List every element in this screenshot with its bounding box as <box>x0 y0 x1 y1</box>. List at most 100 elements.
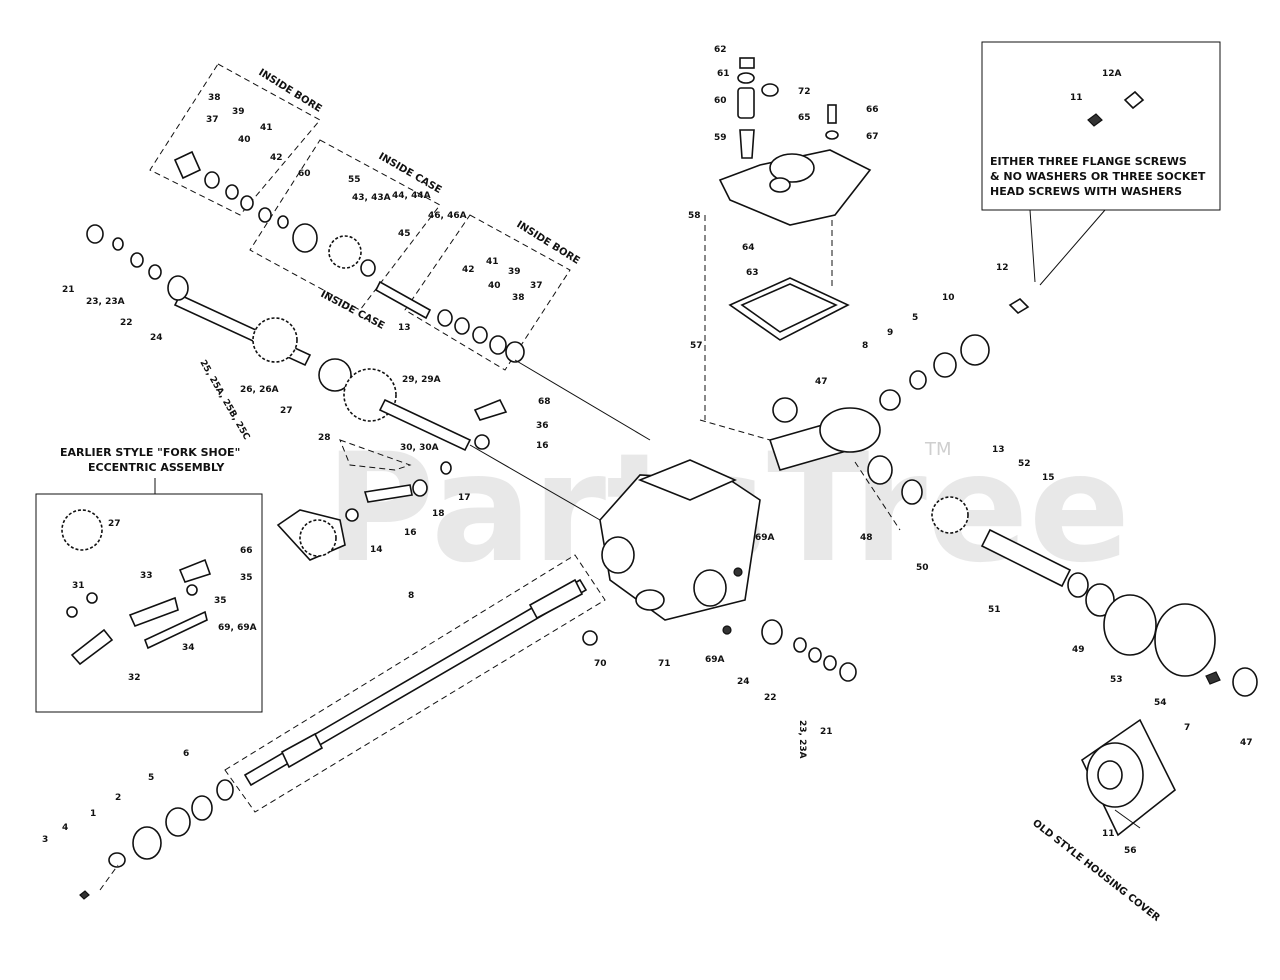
label-66-inset: 66 <box>240 546 253 556</box>
label-26: 26, 26A <box>240 385 279 395</box>
upper-gear-train <box>86 63 651 521</box>
label-18: 18 <box>432 509 445 519</box>
label-66: 66 <box>866 105 879 115</box>
label-40-bore: 40 <box>238 135 251 145</box>
label-24-right: 24 <box>737 677 750 687</box>
label-67: 67 <box>866 132 879 142</box>
label-10: 10 <box>942 293 955 303</box>
label-38-case: 38 <box>512 293 525 303</box>
label-72: 72 <box>798 87 811 97</box>
inside-bore-caption-right: INSIDE BORE <box>514 219 581 267</box>
label-60-bore: 60 <box>298 169 311 179</box>
label-47-top: 47 <box>815 377 828 387</box>
label-63: 63 <box>746 268 759 278</box>
label-71: 71 <box>658 659 671 669</box>
label-28: 28 <box>318 433 331 443</box>
label-13-right: 13 <box>992 445 1005 455</box>
label-38-bore: 38 <box>208 93 221 103</box>
label-13-left: 13 <box>398 323 411 333</box>
label-57: 57 <box>690 341 703 351</box>
label-34: 34 <box>182 643 195 653</box>
label-36: 36 <box>536 421 549 431</box>
label-42-case: 42 <box>462 265 475 275</box>
label-17: 17 <box>458 493 471 503</box>
label-14: 14 <box>370 545 383 555</box>
socket-screw-part <box>1123 90 1145 110</box>
label-22-left: 22 <box>120 318 133 328</box>
label-3: 3 <box>42 835 48 845</box>
label-35-bottom: 35 <box>214 596 227 606</box>
label-37-case: 37 <box>530 281 543 291</box>
label-47-bottom: 47 <box>1240 738 1253 748</box>
label-40-case: 40 <box>488 281 501 291</box>
label-30: 30, 30A <box>400 443 439 453</box>
label-41-bore: 41 <box>260 123 273 133</box>
label-50: 50 <box>916 563 929 573</box>
screws-note-line2: & NO WASHERS OR THREE SOCKET <box>990 170 1206 183</box>
fork-shoe-title-line2: ECCENTRIC ASSEMBLY <box>88 461 225 474</box>
label-1: 1 <box>90 809 96 819</box>
label-27-inset: 27 <box>108 519 121 529</box>
old-style-housing-cover: OLD STYLE HOUSING COVER <box>1030 718 1177 924</box>
label-41-case: 41 <box>486 257 499 267</box>
label-12a: 12A <box>1102 69 1122 79</box>
label-8-right: 8 <box>862 341 868 351</box>
label-42-bore: 42 <box>270 153 283 163</box>
label-24-left: 24 <box>150 333 163 343</box>
label-22-right: 22 <box>764 693 777 703</box>
flange-screw-part <box>1087 113 1103 127</box>
label-23-right: 23, 23A <box>797 720 807 759</box>
label-44: 44, 44A <box>392 191 431 201</box>
label-43: 43, 43A <box>352 193 391 203</box>
screws-note-line3: HEAD SCREWS WITH WASHERS <box>990 185 1182 198</box>
label-32: 32 <box>128 673 141 683</box>
screws-note-line1: EITHER THREE FLANGE SCREWS <box>990 155 1187 168</box>
old-cover-caption: OLD STYLE HOUSING COVER <box>1030 818 1162 924</box>
fork-shoe-inset: EARLIER STYLE "FORK SHOE" ECCENTRIC ASSE… <box>35 446 263 713</box>
label-8-worm: 8 <box>408 591 414 601</box>
label-48: 48 <box>860 533 873 543</box>
part-number-labels: 62 61 72 60 65 66 59 67 58 64 63 57 12A … <box>42 45 1253 856</box>
inside-case-caption-top: INSIDE CASE <box>377 151 444 196</box>
label-46: 46, 46A <box>428 211 467 221</box>
label-59: 59 <box>714 133 727 143</box>
label-56: 56 <box>1124 846 1137 856</box>
label-5-worm: 5 <box>148 773 154 783</box>
label-33: 33 <box>140 571 153 581</box>
shift-cover-assembly <box>704 57 872 420</box>
label-45: 45 <box>398 229 411 239</box>
shift-fork-parts <box>276 398 508 561</box>
label-16-top: 16 <box>536 441 549 451</box>
label-2: 2 <box>115 793 121 803</box>
output-shaft-assembly <box>699 297 1258 697</box>
label-69a-top: 69A <box>755 533 775 543</box>
label-11-cover: 11 <box>1102 829 1115 839</box>
label-15: 15 <box>1042 473 1055 483</box>
label-6: 6 <box>183 749 189 759</box>
worm-shaft-assembly <box>79 554 606 900</box>
label-51: 51 <box>988 605 1001 615</box>
label-52: 52 <box>1018 459 1031 469</box>
label-27-case: 27 <box>280 406 293 416</box>
label-7: 7 <box>1184 723 1190 733</box>
label-5-right: 5 <box>912 313 918 323</box>
label-69-69a: 69, 69A <box>218 623 257 633</box>
label-25: 25, 25A, 25B, 25C <box>197 359 251 443</box>
transmission-housing <box>582 459 857 682</box>
label-58: 58 <box>688 211 701 221</box>
label-53: 53 <box>1110 675 1123 685</box>
label-60: 60 <box>714 96 727 106</box>
label-21-right: 21 <box>820 727 833 737</box>
label-54: 54 <box>1154 698 1167 708</box>
label-55: 55 <box>348 175 361 185</box>
label-65: 65 <box>798 113 811 123</box>
label-69a-bottom: 69A <box>705 655 725 665</box>
label-39-bore: 39 <box>232 107 245 117</box>
label-23-left: 23, 23A <box>86 297 125 307</box>
label-49: 49 <box>1072 645 1085 655</box>
label-39-case: 39 <box>508 267 521 277</box>
label-31: 31 <box>72 581 85 591</box>
label-70: 70 <box>594 659 607 669</box>
